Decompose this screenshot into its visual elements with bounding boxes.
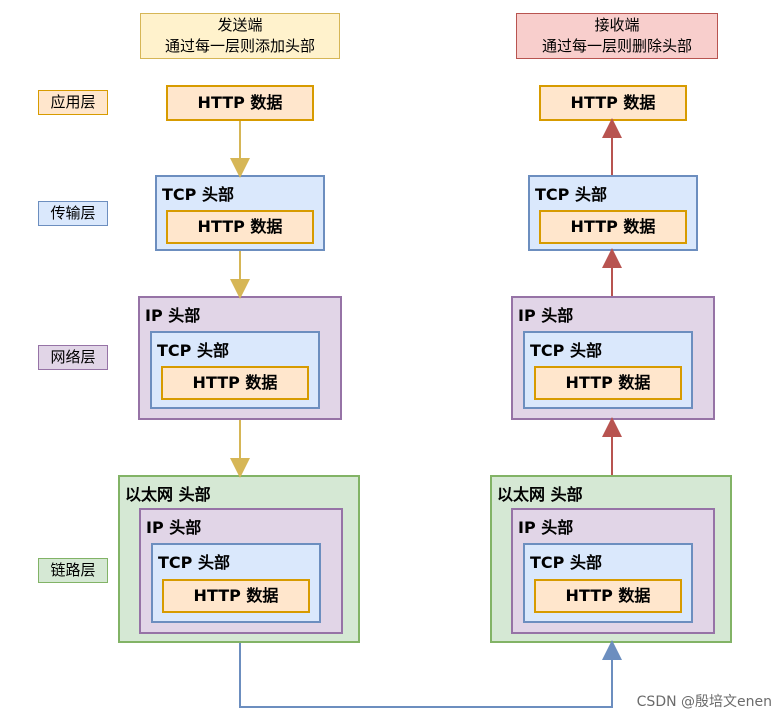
- tcp-box: TCP 头部 HTTP 数据: [151, 543, 321, 623]
- layer-label-link: 链路层: [38, 558, 108, 583]
- http-data: HTTP 数据: [166, 210, 314, 244]
- tcp-box: TCP 头部 HTTP 数据: [523, 543, 693, 623]
- receiver-subtitle: 通过每一层则删除头部: [541, 37, 692, 55]
- receiver-header: 接收端 通过每一层则删除头部: [516, 13, 718, 59]
- tcp-header-label: TCP 头部: [157, 341, 229, 360]
- ip-header-label: IP 头部: [518, 306, 574, 325]
- layer-label-application: 应用层: [38, 90, 108, 115]
- tcp-header-label: TCP 头部: [530, 341, 602, 360]
- receiver-title: 接收端: [594, 16, 640, 34]
- tcp-header-label: TCP 头部: [162, 185, 234, 204]
- tcp-box: TCP 头部 HTTP 数据: [150, 331, 320, 409]
- watermark: CSDN @殷培文enen: [636, 694, 772, 710]
- ip-header-label: IP 头部: [145, 306, 201, 325]
- receiver-network-ip: IP 头部 TCP 头部 HTTP 数据: [511, 296, 715, 420]
- receiver-transport-tcp: TCP 头部 HTTP 数据: [528, 175, 698, 251]
- tcp-box: TCP 头部 HTTP 数据: [523, 331, 693, 409]
- layer-label-transport: 传输层: [38, 201, 108, 226]
- http-data: HTTP 数据: [534, 579, 682, 613]
- sender-app-http: HTTP 数据: [166, 85, 314, 121]
- tcp-header-label: TCP 头部: [158, 553, 230, 572]
- ethernet-header-label: 以太网 头部: [125, 485, 211, 504]
- sender-link-ethernet: 以太网 头部 IP 头部 TCP 头部 HTTP 数据: [118, 475, 360, 643]
- sender-title: 发送端: [217, 16, 263, 34]
- sender-header: 发送端 通过每一层则添加头部: [140, 13, 340, 59]
- ip-box: IP 头部 TCP 头部 HTTP 数据: [511, 508, 715, 634]
- sender-subtitle: 通过每一层则添加头部: [164, 37, 315, 55]
- ethernet-header-label: 以太网 头部: [497, 485, 583, 504]
- ip-box: IP 头部 TCP 头部 HTTP 数据: [139, 508, 343, 634]
- receiver-link-ethernet: 以太网 头部 IP 头部 TCP 头部 HTTP 数据: [490, 475, 732, 643]
- ip-header-label: IP 头部: [518, 518, 574, 537]
- ip-header-label: IP 头部: [146, 518, 202, 537]
- link-transfer-arrow: [239, 640, 622, 708]
- sender-transport-tcp: TCP 头部 HTTP 数据: [155, 175, 325, 251]
- sender-network-ip: IP 头部 TCP 头部 HTTP 数据: [138, 296, 342, 420]
- http-data: HTTP 数据: [534, 366, 682, 400]
- layer-label-network: 网络层: [38, 345, 108, 370]
- tcp-header-label: TCP 头部: [535, 185, 607, 204]
- http-data: HTTP 数据: [539, 210, 687, 244]
- tcp-header-label: TCP 头部: [530, 553, 602, 572]
- http-data: HTTP 数据: [161, 366, 309, 400]
- http-data: HTTP 数据: [162, 579, 310, 613]
